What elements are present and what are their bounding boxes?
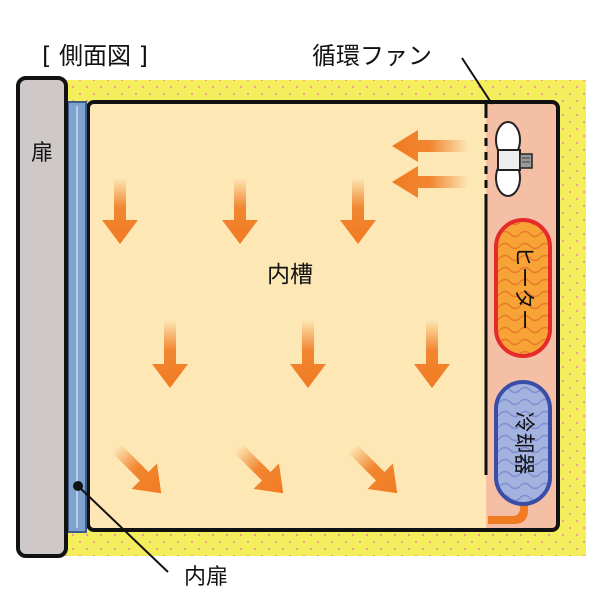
view-title: [ 側面図 ] [42, 42, 148, 70]
door-label: 扉 [31, 141, 53, 166]
cooler [494, 380, 552, 506]
chamber-outline [86, 100, 560, 532]
inner-door-leader-line [77, 485, 169, 573]
cooler-label: 冷却器 [512, 412, 536, 475]
chamber-label: 内槽 [267, 262, 313, 288]
airflow-arrows-row-3 [111, 443, 398, 494]
fan-label: 循環ファン [312, 42, 432, 70]
inner-door-label: 内扉 [184, 565, 228, 590]
airflow-arrows-row-2 [152, 320, 450, 388]
inner-chamber [88, 102, 558, 530]
fan-airflow-arrows [392, 130, 468, 198]
circulation-fan-icon [495, 121, 533, 197]
door [16, 76, 68, 558]
heater-label: ヒーター [512, 246, 536, 330]
fan-leader-line [461, 57, 493, 105]
heater [494, 218, 552, 358]
airflow-arrows-row-1 [102, 178, 376, 244]
